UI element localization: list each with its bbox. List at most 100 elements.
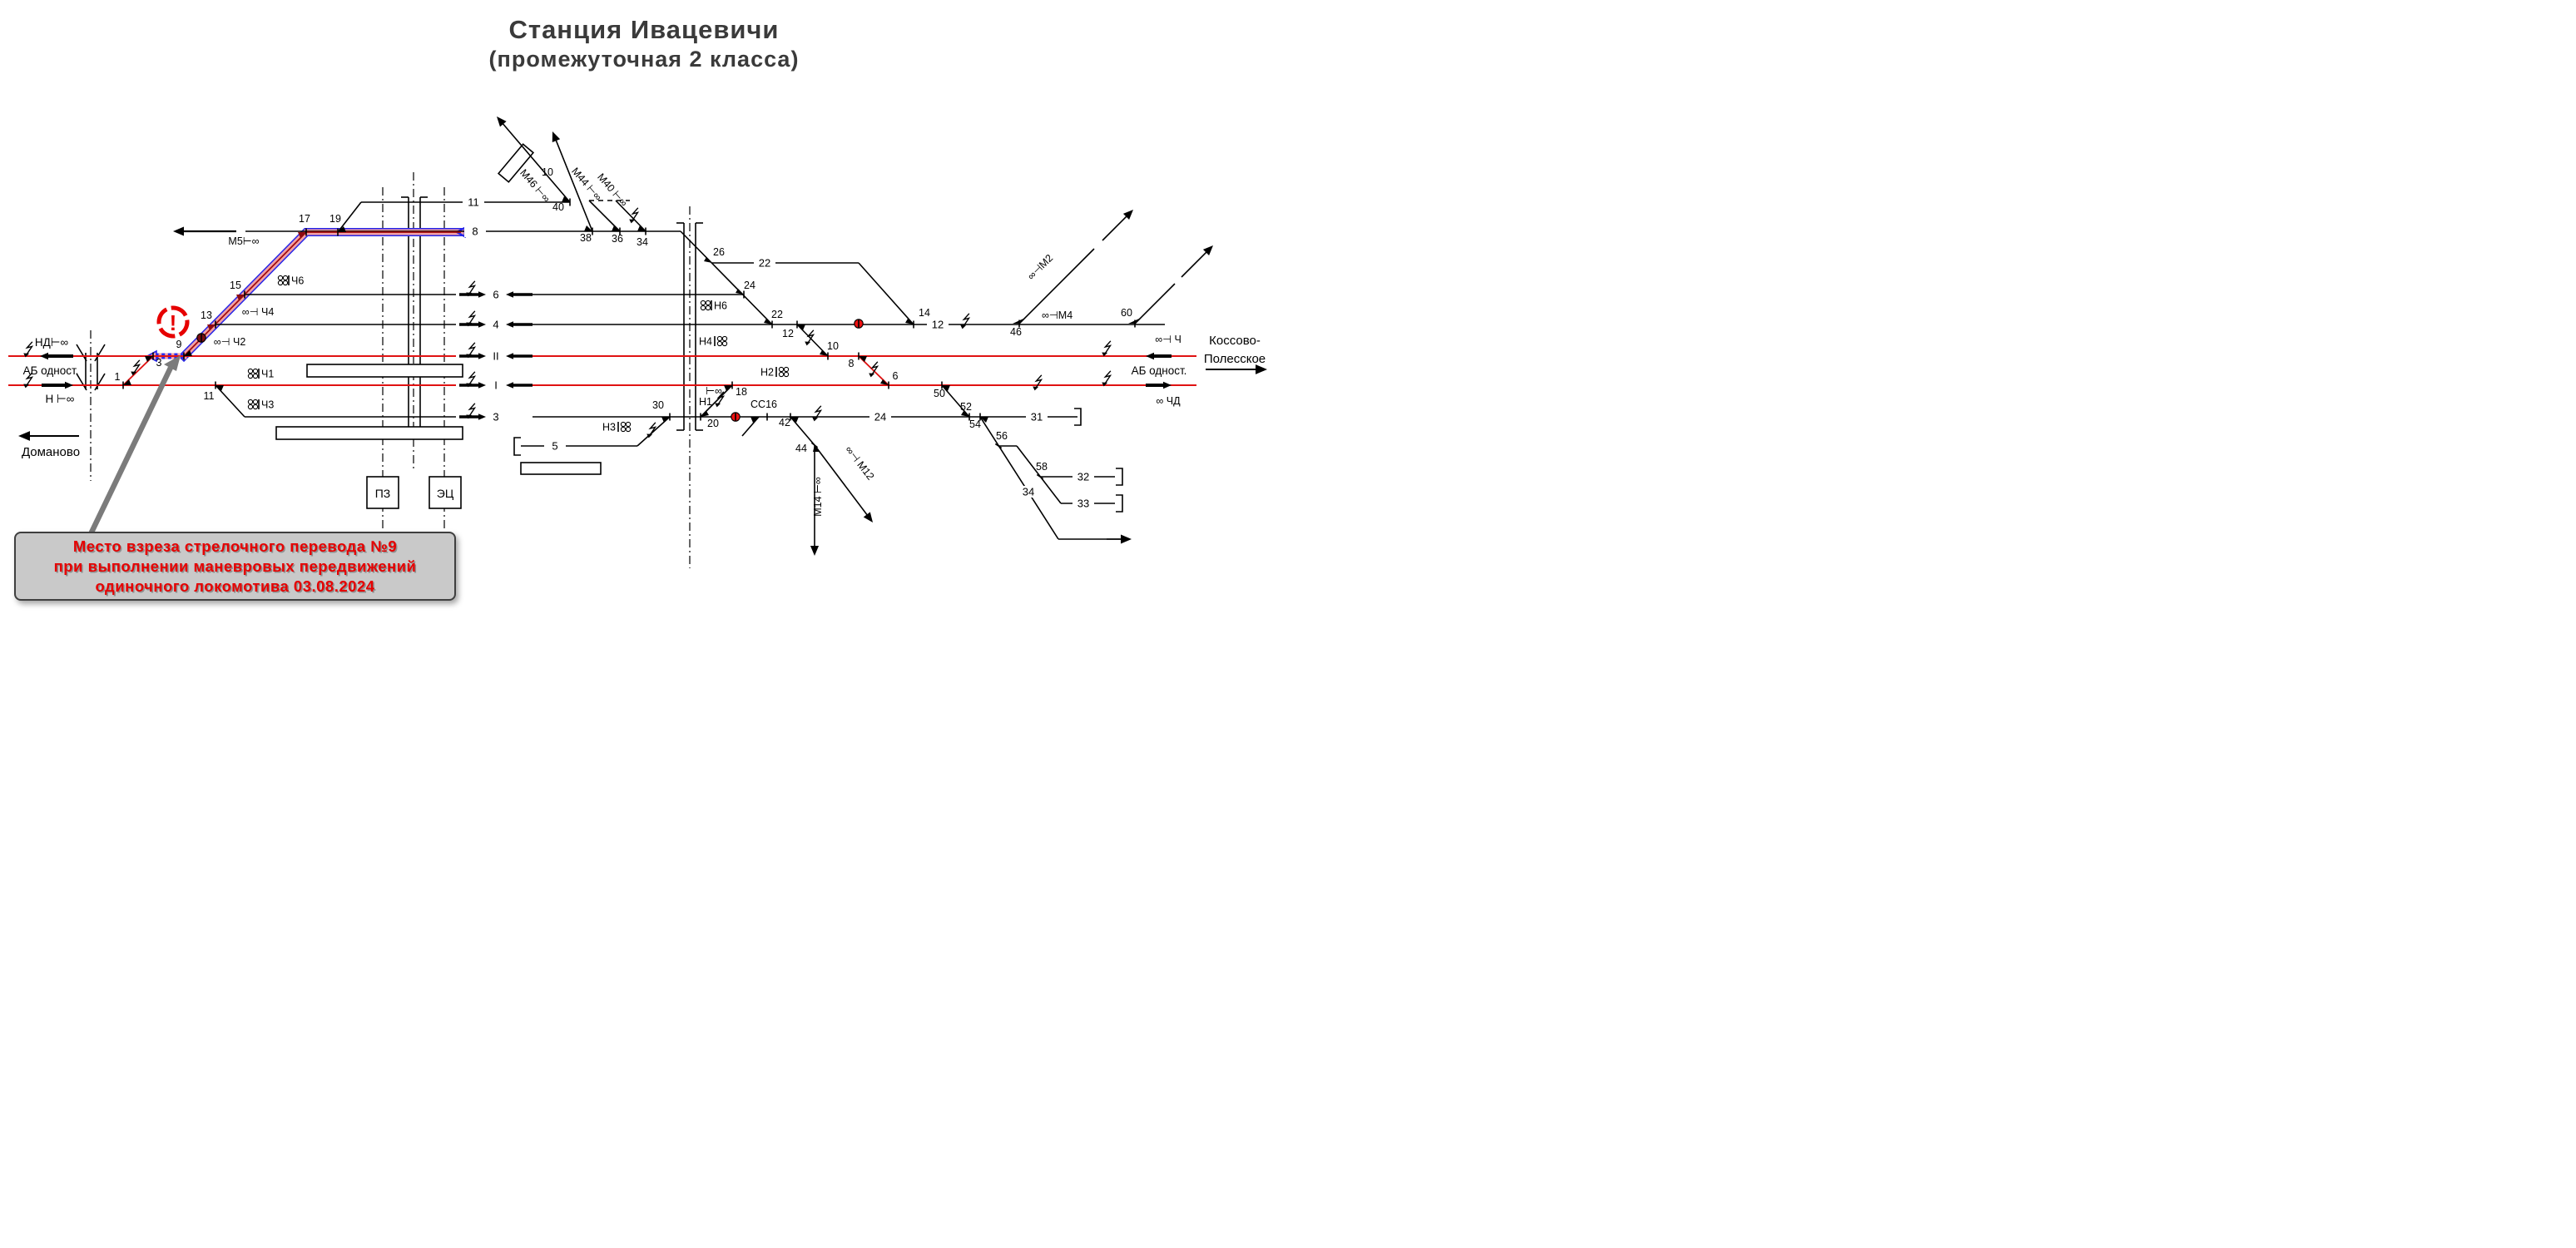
track-number-label: 32 <box>1077 471 1089 483</box>
switch-wedge-icon <box>338 226 346 232</box>
m12-exit-arrow-icon <box>863 512 873 522</box>
ab-block-left-label: АБ одност. <box>23 364 79 377</box>
switch-wedge-icon <box>797 324 805 330</box>
switch-wedge-icon <box>764 319 772 324</box>
switch-number-label: 44 <box>795 443 807 454</box>
switch-wedge-icon <box>905 319 914 324</box>
signal-n3-label <box>617 421 632 433</box>
track-line <box>1134 283 1176 324</box>
switch-wedge-icon <box>751 417 759 423</box>
diagram-shape <box>464 225 486 237</box>
track-axis-arrow-icon <box>506 291 513 298</box>
track-line <box>814 444 870 518</box>
switch-number-label: 40 <box>552 201 564 213</box>
track-number-label: 3 <box>493 411 498 423</box>
track-number-label: 24 <box>874 411 886 423</box>
lightning-icon <box>805 329 815 346</box>
direction-arrow-icon <box>40 352 48 360</box>
signal-ch2-label: ∞⊣ Ч2 <box>214 336 246 348</box>
switch-number-label: 19 <box>329 213 341 225</box>
junction-tick <box>994 443 1003 449</box>
lightning-icon <box>466 342 477 359</box>
lightning-icon <box>1102 370 1112 387</box>
switch-number-label: 56 <box>996 430 1008 442</box>
track-number-label: 5 <box>552 440 557 453</box>
signal-ch6-label <box>277 275 290 286</box>
switch-number-label: 50 <box>934 388 945 399</box>
yard-exit-arrow-icon <box>1121 534 1132 544</box>
switch-number-label: 22 <box>771 309 783 320</box>
right-station-line1-label: Коссово- <box>1209 334 1261 348</box>
track33-end-bracket <box>1116 494 1123 513</box>
incident-note-line1: Место взреза стрелочного перевода №9 <box>72 537 398 555</box>
lightning-icon <box>960 313 971 329</box>
diagram-shape <box>544 440 566 452</box>
switch-number-label: 18 <box>736 386 747 398</box>
signal-n-label: Н ⊢∞ <box>46 393 75 405</box>
signal-n4-label: Н4 <box>699 336 712 348</box>
track-line <box>858 262 914 325</box>
track-line <box>790 416 815 446</box>
switch-number-label: 12 <box>782 328 794 339</box>
signal-chd-label: ∞ ЧД <box>1156 395 1181 407</box>
diagram-shape <box>463 196 484 208</box>
boundary-mark <box>94 344 106 362</box>
switch-number-label: 13 <box>201 310 212 321</box>
switch-wedge-icon <box>859 356 867 362</box>
switch-number-label: 60 <box>1121 307 1132 319</box>
direction-arrow-icon <box>1146 352 1154 360</box>
signal-ch3-label <box>247 399 260 410</box>
switch-number-label: 17 <box>299 213 310 225</box>
track-number-label: 8 <box>472 225 478 238</box>
diagram-shape <box>1026 411 1048 423</box>
ec-box-label: ЭЦ <box>437 487 454 500</box>
track-line <box>500 120 571 203</box>
track-axis-arrow-icon <box>478 382 486 389</box>
page-subtitle: (промежуточная 2 класса) <box>488 47 800 72</box>
track-axis-arrow-icon <box>506 321 513 328</box>
track-line <box>1181 249 1210 278</box>
switch-wedge-icon <box>236 295 245 300</box>
switch-wedge-icon <box>704 257 712 263</box>
track-10-stub-label: 10 <box>542 166 553 178</box>
signal-n2-label <box>775 366 790 378</box>
switch-number-label: 11 <box>204 390 215 402</box>
signal-n3-label: Н3 <box>602 422 616 433</box>
switch-wedge-icon <box>298 232 306 238</box>
switch-number-label: 52 <box>960 401 972 413</box>
track-number-label: 34 <box>1023 486 1034 498</box>
building <box>520 462 602 475</box>
m44-exit-arrow-icon <box>552 131 561 143</box>
track-number-label: 33 <box>1077 498 1089 510</box>
switch-wedge-icon <box>123 379 131 385</box>
switch-wedge-icon <box>790 417 799 423</box>
ab-block-right-label: АБ одност. <box>1132 364 1187 377</box>
track32-end-bracket <box>1116 468 1123 486</box>
switch-number-label: 10 <box>827 340 839 352</box>
left-station-label: Доманово <box>22 445 80 459</box>
track-line <box>1102 213 1130 241</box>
lightning-icon <box>715 391 726 408</box>
diagram-shape <box>754 257 775 269</box>
track-number-label: 22 <box>759 257 770 270</box>
ec-box <box>429 476 462 509</box>
track10-exit-arrow-icon <box>497 116 507 127</box>
platform <box>275 426 463 440</box>
warning-circle-icon <box>156 305 190 339</box>
signal-m12-label: ∞⊣ М12 <box>843 443 876 482</box>
signal-m5-label: М5⊢∞ <box>228 235 259 247</box>
switch-wedge-icon <box>207 324 215 330</box>
switch-wedge-icon <box>942 385 950 391</box>
signal-n6-label <box>700 300 712 311</box>
switch-number-label: 34 <box>637 236 648 248</box>
junction-tick <box>1036 473 1044 480</box>
track-axis-arrow-icon <box>478 353 486 359</box>
switch-wedge-icon <box>724 385 732 391</box>
right-station-line2-label: Полесское <box>1204 352 1266 366</box>
track-line <box>1016 445 1062 504</box>
incident-note-line3: одиночного локомотива 03.08.2024 <box>95 577 375 595</box>
switch-number-label: 58 <box>1036 461 1048 473</box>
signal-m44-label: М44 ⊢∞ <box>569 166 604 203</box>
switch-number-label: 26 <box>713 246 725 258</box>
